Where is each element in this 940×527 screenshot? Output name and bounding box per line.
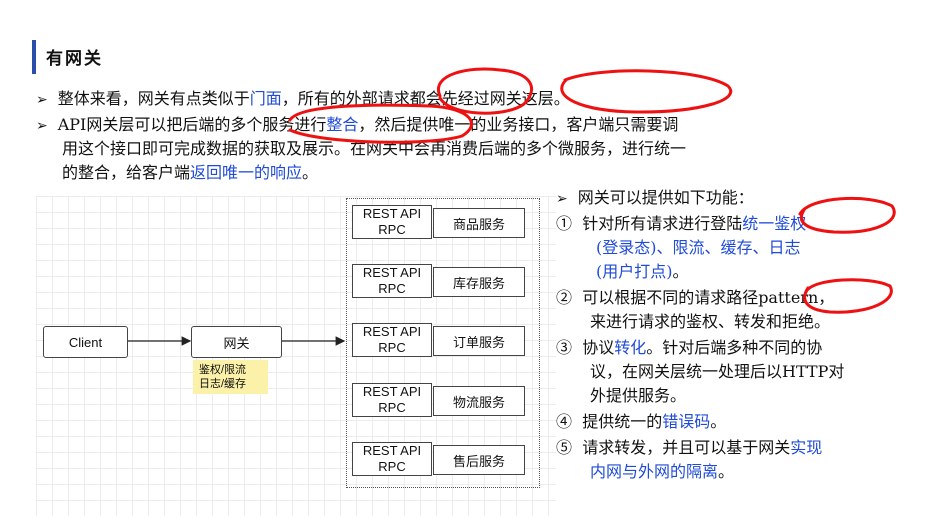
annotation-circle-gateway-layer <box>560 69 733 114</box>
bullet-arrow-icon: ➢ <box>36 92 48 108</box>
service-box-inventory: 库存服务 <box>433 267 525 297</box>
rpc-label: RPC <box>378 340 406 355</box>
services-group-border <box>346 198 540 488</box>
rpc-label: RPC <box>378 281 406 296</box>
rpc-label: RPC <box>378 400 406 415</box>
gateway-box: 网关 <box>191 326 282 358</box>
service-box-order: 订单服务 <box>433 326 525 356</box>
feature-1-line-3: (用户打点)。 <box>596 260 689 284</box>
annotation-circle-multiple-services <box>288 103 473 144</box>
slide-title: 有网关 <box>46 49 103 69</box>
para2-text-1b: ，然后提供唯一的业务接口，客户端只需要调 <box>358 115 679 134</box>
rpc-label: RPC <box>378 222 406 237</box>
feature-5-line-2: 内网与外网的隔离。 <box>590 460 734 484</box>
api-label: REST API <box>362 265 422 280</box>
feature-1-line-2: (登录态)、限流、缓存、日志 <box>596 238 801 257</box>
features-intro-text: 网关可以提供如下功能： <box>577 188 754 207</box>
para2-text-3a: 的整合，给客户端 <box>62 163 191 182</box>
feature-3-line-3: 外提供服务。 <box>590 386 687 405</box>
note-line-2: 日志/缓存 <box>199 378 247 390</box>
rpc-label: RPC <box>378 459 406 474</box>
feature-5-link-implement: 实现 <box>790 438 823 457</box>
feature-1-text-a: 针对所有请求进行登陆 <box>582 214 743 233</box>
para2-text-3b: 。 <box>302 163 319 182</box>
feature-1-text-d: 。 <box>672 262 689 281</box>
feature-4-link-error-code: 错误码 <box>662 412 711 431</box>
feature-4-line-1: ④ 提供统一的错误码。 <box>556 410 726 434</box>
features-intro: ➢ 网关可以提供如下功能： <box>556 186 754 211</box>
feature-number: ⑤ <box>556 438 573 457</box>
feature-2-line-2: 来进行请求的鉴权、转发和拒绝。 <box>590 312 831 331</box>
feature-4-text-a: 提供统一的 <box>582 412 663 431</box>
feature-1-line-1: ① 针对所有请求进行登陆统一鉴权 <box>556 212 806 236</box>
feature-4-text-b: 。 <box>710 412 727 431</box>
paragraph-1: ➢ 整体来看，网关有点类似于门面，所有的外部请求都会先经过网关这层。 <box>36 88 570 111</box>
service-box-logistics: 物流服务 <box>433 386 525 416</box>
paragraph-2-line-1: ➢ API网关层可以把后端的多个服务进行整合，然后提供唯一的业务接口，客户端只需要… <box>36 114 678 137</box>
para1-text-a: 整体来看，网关有点类似于 <box>57 89 250 108</box>
feature-number: ① <box>556 214 573 233</box>
annotation-circle-external-requests <box>436 67 534 115</box>
para1-link-facade: 门面 <box>249 89 282 108</box>
feature-3-link-convert: 转化 <box>614 338 647 357</box>
annotation-circle-unified-auth <box>798 197 896 234</box>
gateway-sticky-note: 鉴权/限流 日志/缓存 <box>193 360 268 394</box>
title-accent-bar <box>32 40 36 74</box>
bullet-arrow-icon: ➢ <box>556 191 568 207</box>
api-label: REST API <box>362 443 422 458</box>
para2-link-integrate: 整合 <box>326 115 359 134</box>
service-box-after-sales: 售后服务 <box>433 445 525 475</box>
api-label: REST API <box>362 324 422 339</box>
feature-3-line-2: 议，在网关层统一处理后以HTTP对 <box>590 362 845 381</box>
feature-number: ③ <box>556 338 573 357</box>
feature-3-text-b: 。针对后端多种不同的协 <box>646 338 823 357</box>
service-box-goods: 商品服务 <box>433 208 525 238</box>
feature-number: ② <box>556 288 573 307</box>
bullet-arrow-icon: ➢ <box>36 118 48 134</box>
feature-5-text-a: 请求转发，并且可以基于网关 <box>582 438 791 457</box>
paragraph-2-line-3: 的整合，给客户端返回唯一的响应。 <box>62 162 318 184</box>
feature-number: ④ <box>556 412 573 431</box>
para2-link-unique-response: 返回唯一的响应 <box>190 163 303 182</box>
feature-3-text-a: 协议 <box>582 338 615 357</box>
feature-1-text-c: (用户打点) <box>596 262 673 281</box>
api-label: REST API <box>362 384 422 399</box>
feature-5-line-1: ⑤ 请求转发，并且可以基于网关实现 <box>556 436 822 460</box>
api-label: REST API <box>362 206 422 221</box>
feature-2-line-1: ② 可以根据不同的请求路径pattern， <box>556 286 834 310</box>
feature-2-text-a: 可以根据不同的请求路径pattern， <box>582 288 835 307</box>
paragraph-2-line-2: 用这个接口即可完成数据的获取及展示。在网关中会再消费后端的多个微服务，进行统一 <box>62 139 687 158</box>
para1-text-b: ，所有的外部请求都会先经过网关这层。 <box>281 89 570 108</box>
annotation-circle-pattern <box>803 278 893 314</box>
para2-text-1a: API网关层可以把后端的多个服务进行 <box>57 115 327 134</box>
feature-5-text-d: 。 <box>718 462 735 481</box>
client-box: Client <box>43 326 128 358</box>
feature-3-line-1: ③ 协议转化。针对后端多种不同的协 <box>556 336 822 360</box>
feature-5-text-c: 内网与外网的隔离 <box>590 462 719 481</box>
feature-1-link-auth: 统一鉴权 <box>742 214 807 233</box>
note-line-1: 鉴权/限流 <box>199 364 247 376</box>
